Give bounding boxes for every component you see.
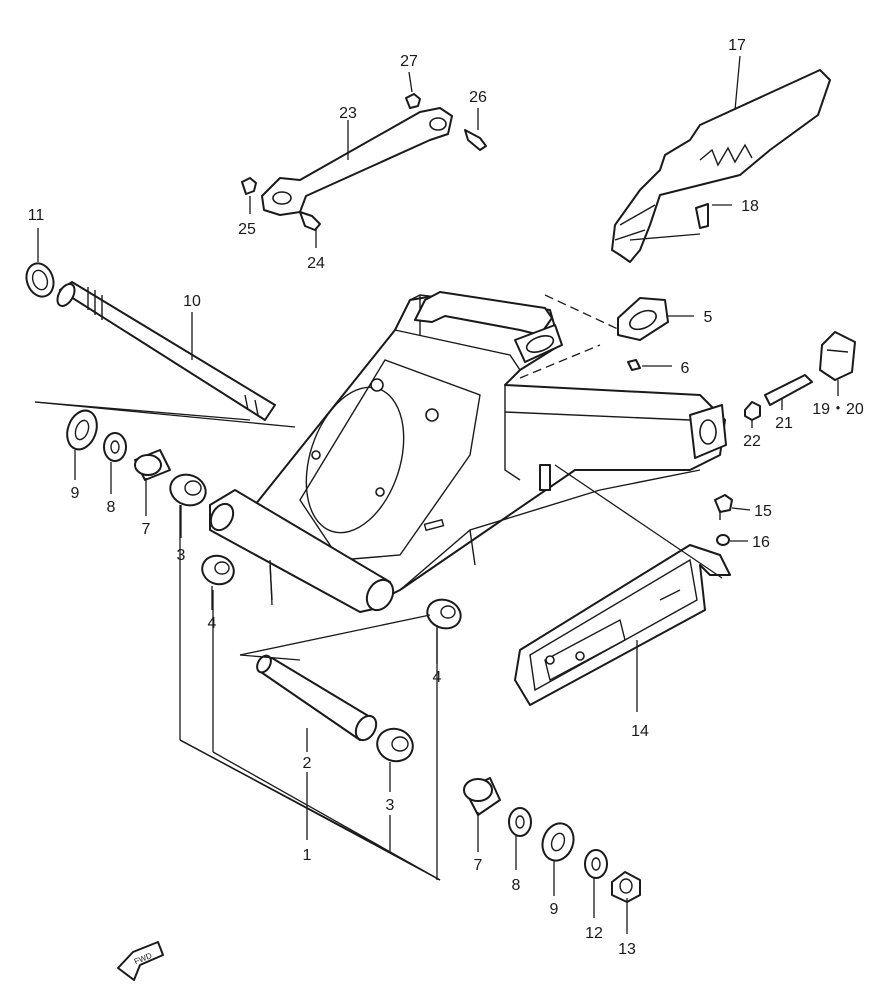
callout-leaders	[37, 55, 839, 934]
pivot-shaft	[56, 281, 276, 421]
callout-9b: 9	[550, 901, 559, 918]
washer-12	[584, 849, 608, 879]
callout-7b: 7	[474, 857, 483, 874]
torque-rod	[261, 107, 453, 216]
callout-19-20: 19・20	[812, 401, 864, 418]
callout-15: 15	[754, 503, 772, 520]
chain-case	[611, 69, 831, 263]
bolt-15	[714, 494, 733, 520]
nut-22	[744, 401, 761, 421]
callout-6: 6	[681, 360, 690, 377]
bolt-26	[464, 129, 487, 151]
adjuster-block	[819, 331, 856, 381]
callout-17: 17	[728, 37, 746, 54]
callout-1: 1	[303, 847, 312, 864]
callout-14: 14	[631, 723, 649, 740]
callout-4a: 4	[208, 615, 217, 632]
reference-lines	[34, 233, 723, 881]
callout-12: 12	[585, 925, 603, 942]
fwd-arrow-icon: FWD	[117, 941, 164, 981]
bolt-24	[299, 211, 321, 231]
bearing-upper-left	[169, 473, 207, 507]
ring-nut	[25, 262, 55, 298]
callout-2: 2	[303, 755, 312, 772]
washer-right	[508, 807, 532, 837]
screw-6	[627, 359, 641, 371]
callout-27: 27	[400, 53, 418, 70]
spacer-left	[134, 449, 171, 481]
callout-7a: 7	[142, 521, 151, 538]
pivot-sleeve	[256, 654, 378, 742]
callout-3a: 3	[177, 547, 186, 564]
callout-11: 11	[28, 207, 45, 224]
callout-8a: 8	[107, 499, 116, 516]
bearing-lower-left	[201, 554, 235, 586]
callout-8b: 8	[512, 877, 521, 894]
bolt-18	[695, 203, 709, 229]
swingarm	[209, 291, 727, 613]
chain-adjuster-plate	[617, 297, 669, 341]
callout-5: 5	[704, 309, 713, 326]
adjuster-bolt	[764, 374, 813, 406]
washer-left	[103, 432, 127, 462]
callout-21: 21	[775, 415, 793, 432]
callout-26: 26	[469, 89, 487, 106]
oil-seal-right	[541, 822, 575, 862]
callout-9a: 9	[71, 485, 80, 502]
callout-25: 25	[238, 221, 256, 238]
oil-seal-left	[66, 409, 98, 451]
nut-13	[611, 871, 641, 903]
spacer-right	[463, 777, 501, 816]
callout-24: 24	[307, 255, 325, 272]
callout-23: 23	[339, 105, 357, 122]
callout-labels: 1 2 3 3 4 4 5 6 7 7 8 8 9 9 10 11 12 13 …	[28, 37, 864, 958]
callout-22: 22	[743, 433, 761, 450]
bearing-right	[426, 598, 462, 630]
callout-13: 13	[618, 941, 636, 958]
callout-16: 16	[752, 534, 770, 551]
callout-18: 18	[741, 198, 759, 215]
callout-3b: 3	[386, 797, 395, 814]
callout-4b: 4	[433, 669, 442, 686]
bearing-lower-right	[376, 727, 414, 763]
collar-16	[716, 534, 730, 546]
nut-27	[405, 93, 421, 109]
chain-buffer	[514, 544, 731, 706]
nut-25	[241, 177, 257, 195]
callout-10: 10	[183, 293, 201, 310]
